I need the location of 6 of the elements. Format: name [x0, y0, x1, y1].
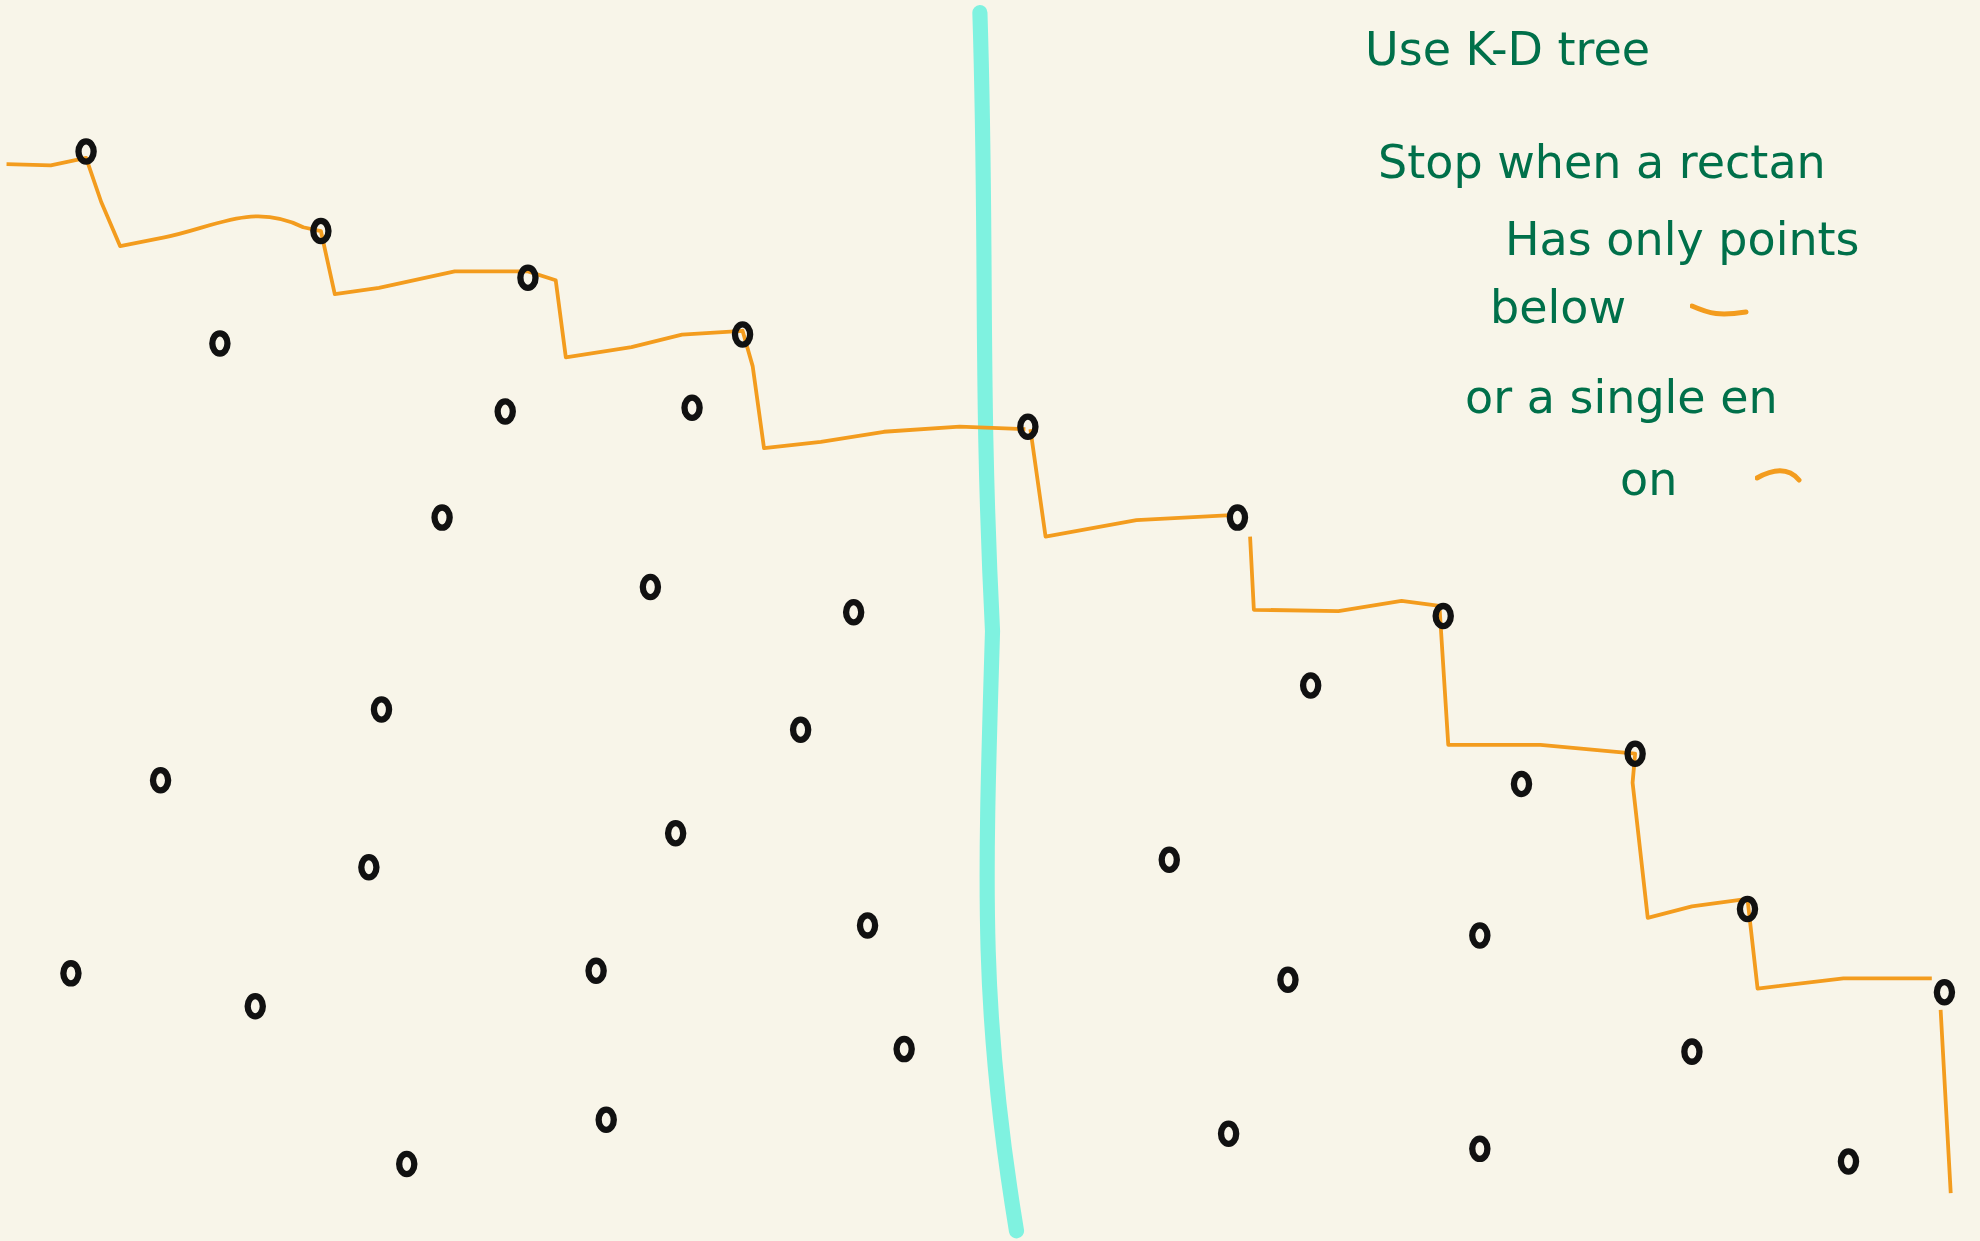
note-text: on [1620, 452, 1678, 506]
note-text: Has only points [1505, 212, 1860, 266]
note-text: or a single en [1465, 370, 1778, 424]
note-text: Stop when a rectan [1378, 135, 1826, 189]
note-text: below [1490, 280, 1627, 334]
note-text: Use K-D tree [1365, 22, 1651, 76]
